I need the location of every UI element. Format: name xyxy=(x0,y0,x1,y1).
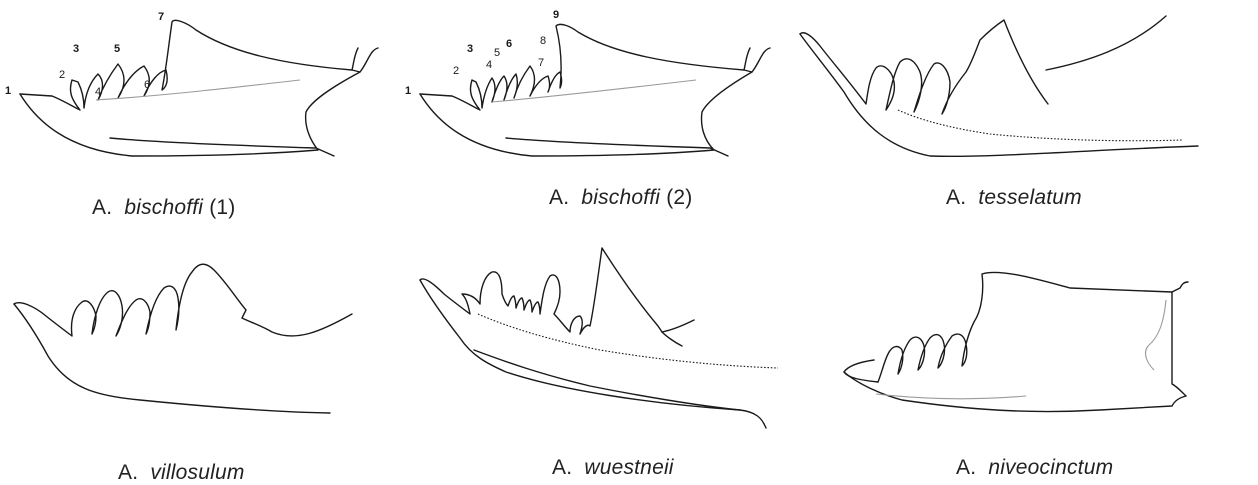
tooth-label: 9 xyxy=(553,9,559,21)
tooth-label: 6 xyxy=(506,38,512,50)
tooth-label: 3 xyxy=(73,43,79,55)
mandible-drawing-tesselatum xyxy=(790,0,1220,175)
mandible-drawing-niveocinctum xyxy=(830,250,1210,440)
mandible-drawing-villosulum xyxy=(0,250,380,425)
tooth-label: 6 xyxy=(144,79,150,91)
tooth-label: 3 xyxy=(467,43,473,55)
tooth-label: 7 xyxy=(158,11,164,23)
mandible-drawing-wuestneii xyxy=(410,240,790,440)
tooth-label: 1 xyxy=(405,85,411,97)
tooth-label: 4 xyxy=(95,86,101,98)
tooth-label: 7 xyxy=(538,57,544,69)
tooth-label: 8 xyxy=(540,35,546,47)
mandible-drawing-bischoffi-1: 1 2 3 4 5 6 7 xyxy=(0,0,400,175)
tooth-label: 2 xyxy=(453,65,459,77)
species-caption: A. bischoffi (1) xyxy=(92,196,235,220)
species-caption: A. niveocinctum xyxy=(956,456,1113,480)
tooth-label: 4 xyxy=(486,59,492,71)
tooth-label: 2 xyxy=(59,69,65,81)
tooth-label: 5 xyxy=(494,47,500,59)
species-caption: A. villosulum xyxy=(118,461,245,485)
species-caption: A. wuestneii xyxy=(552,456,674,480)
mandible-drawing-bischoffi-2: 1 2 3 4 5 6 7 8 9 xyxy=(400,0,800,175)
tooth-label: 5 xyxy=(114,43,120,55)
tooth-label: 1 xyxy=(5,85,11,97)
species-caption: A. tesselatum xyxy=(946,186,1082,210)
species-caption: A. bischoffi (2) xyxy=(549,186,692,210)
